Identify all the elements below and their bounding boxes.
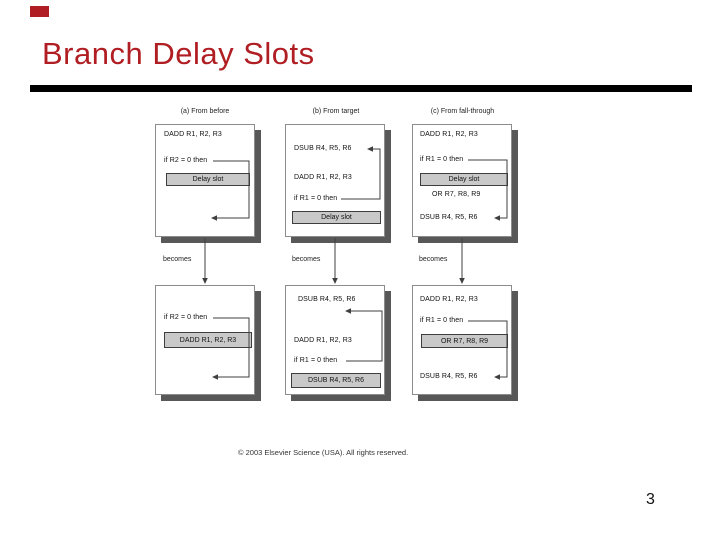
scheduled-slot-box: DADD R1, R2, R3 xyxy=(164,332,252,348)
branch-condition-text: if R1 = 0 then xyxy=(294,195,338,202)
branch-condition-text: if R2 = 0 then xyxy=(164,157,208,164)
instruction-text: DADD R1, R2, R3 xyxy=(164,131,222,138)
instruction-text: DADD R1, R2, R3 xyxy=(294,174,352,181)
scheduled-slot-box: OR R7, R8, R9 xyxy=(421,334,508,348)
branch-condition-text: if R2 = 0 then xyxy=(164,314,208,321)
delay-slot-box: Delay slot xyxy=(166,173,250,186)
instruction-text: DSUB R4, R5, R6 xyxy=(420,373,478,380)
delay-slot-box: Delay slot xyxy=(420,173,508,186)
branch-condition-text: if R1 = 0 then xyxy=(294,357,338,364)
title-divider xyxy=(30,85,692,92)
arrowhead xyxy=(332,278,338,284)
becomes-label: becomes xyxy=(292,256,321,263)
column-c-label: (c) From fall-through xyxy=(430,108,495,115)
becomes-label: becomes xyxy=(419,256,448,263)
becomes-label: becomes xyxy=(163,256,192,263)
arrowhead xyxy=(459,278,465,284)
column-b-label: (b) From target xyxy=(312,108,360,115)
instruction-text: DSUB R4, R5, R6 xyxy=(294,145,352,152)
page-number: 3 xyxy=(646,491,655,508)
instruction-text: DSUB R4, R5, R6 xyxy=(298,296,356,303)
instruction-text: DSUB R4, R5, R6 xyxy=(420,214,478,221)
arrowhead xyxy=(202,278,208,284)
corner-accent-block xyxy=(30,6,49,17)
branch-condition-text: if R1 = 0 then xyxy=(420,156,464,163)
page-title: Branch Delay Slots xyxy=(42,36,315,71)
branch-condition-text: if R1 = 0 then xyxy=(420,317,464,324)
column-a-label: (a) From before xyxy=(180,108,230,115)
instruction-text: OR R7, R8, R9 xyxy=(432,191,481,198)
scheduled-slot-box: DSUB R4, R5, R6 xyxy=(291,373,381,388)
instruction-text: DADD R1, R2, R3 xyxy=(294,337,352,344)
delay-slot-box: Delay slot xyxy=(292,211,381,224)
figure-caption: © 2003 Elsevier Science (USA). All right… xyxy=(238,448,409,457)
instruction-text: DADD R1, R2, R3 xyxy=(420,131,478,138)
instruction-text: DADD R1, R2, R3 xyxy=(420,296,478,303)
